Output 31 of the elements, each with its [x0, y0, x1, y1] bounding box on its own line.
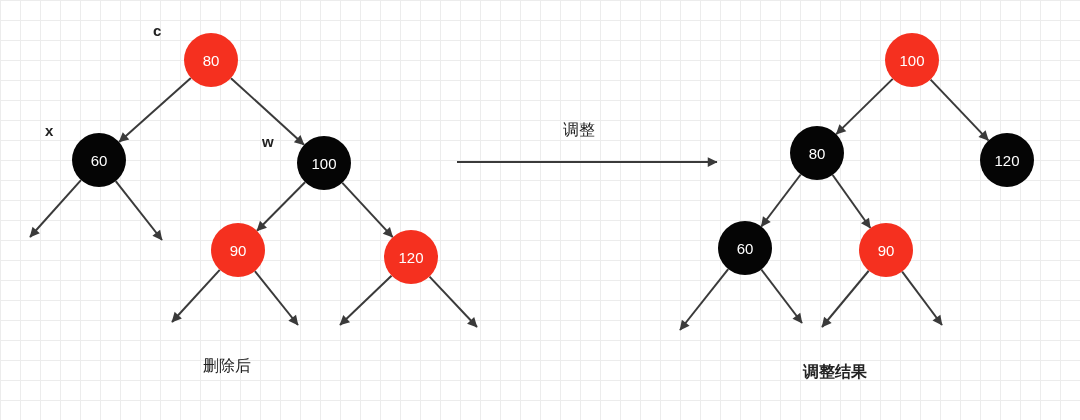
arrow	[831, 174, 872, 229]
arrow	[679, 268, 730, 331]
arrow	[339, 274, 393, 326]
caption: 调整	[563, 120, 595, 140]
arrow	[821, 269, 870, 328]
node-label: x	[45, 122, 54, 139]
tree-node-circle: 120	[980, 133, 1034, 187]
node-label: w	[262, 133, 274, 150]
arrow	[341, 181, 394, 239]
arrow	[835, 77, 894, 136]
arrow	[253, 270, 299, 326]
caption: 删除后	[203, 356, 251, 376]
tree-node-circle: 90	[211, 223, 265, 277]
node-label: c	[153, 22, 162, 39]
arrow	[229, 77, 306, 146]
tree-node-circle: 120	[384, 230, 438, 284]
arrow	[929, 78, 990, 142]
tree-node-circle: 80	[790, 126, 844, 180]
arrow	[29, 179, 82, 238]
arrow	[901, 270, 943, 326]
arrow	[760, 173, 802, 228]
arrow	[118, 77, 192, 143]
arrow	[171, 268, 221, 323]
arrow	[256, 181, 306, 232]
arrow	[428, 275, 478, 328]
tree-node-circle: 60	[718, 221, 772, 275]
tree-node-circle: 90	[859, 223, 913, 277]
tree-node-circle: 100	[885, 33, 939, 87]
arrow	[760, 268, 803, 324]
caption: 调整结果	[803, 362, 867, 382]
arrow	[114, 180, 163, 241]
